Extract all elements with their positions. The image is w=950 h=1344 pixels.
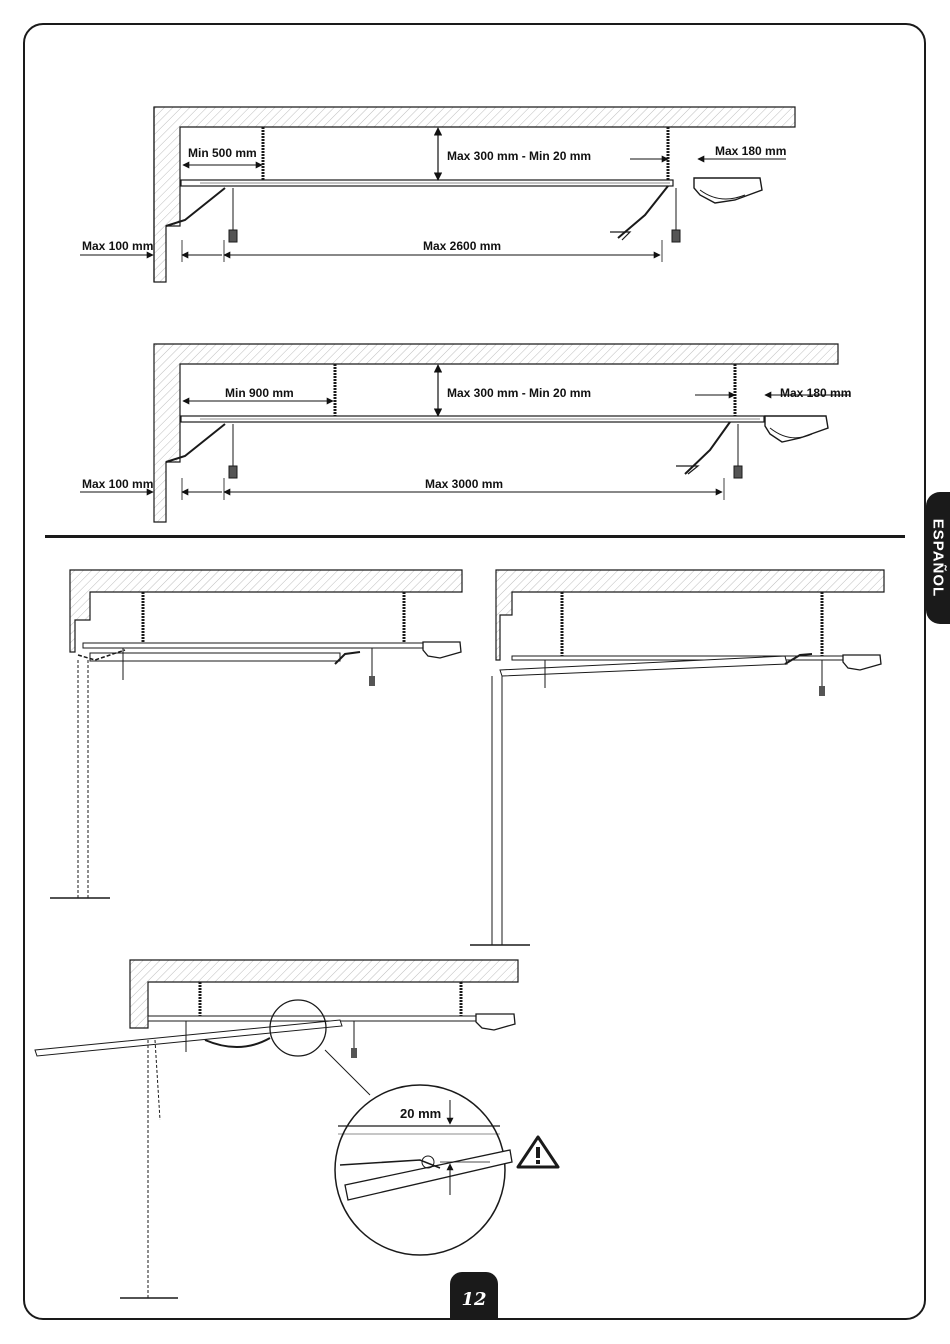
d1-min-wall-label: Min 500 mm	[188, 146, 257, 160]
d1-wall-offset-label: Max 100 mm	[82, 239, 153, 253]
detail-clearance-label: 20 mm	[400, 1106, 441, 1121]
d1-motor-offset-label: Max 180 mm	[715, 144, 786, 158]
diagram-3	[50, 570, 462, 898]
d2-motor-offset-label: Max 180 mm	[780, 386, 851, 400]
diagram-1: Min 500 mm Max 300 mm - Min 20 mm Max 18…	[80, 107, 795, 282]
diagram-2: Min 900 mm Max 300 mm - Min 20 mm Max 18…	[80, 344, 851, 522]
d2-ceiling-gap-label: Max 300 mm - Min 20 mm	[447, 386, 591, 400]
d2-rail-length-label: Max 3000 mm	[425, 477, 503, 491]
d1-rail-length-label: Max 2600 mm	[423, 239, 501, 253]
diagram-5: 20 mm	[35, 960, 518, 1298]
d2-wall-offset-label: Max 100 mm	[82, 477, 153, 491]
page-number-badge: 12	[450, 1272, 498, 1320]
warning-triangle-icon	[518, 1137, 558, 1167]
d1-ceiling-gap-label: Max 300 mm - Min 20 mm	[447, 149, 591, 163]
d2-min-wall-label: Min 900 mm	[225, 386, 294, 400]
diagram-4	[470, 570, 884, 945]
